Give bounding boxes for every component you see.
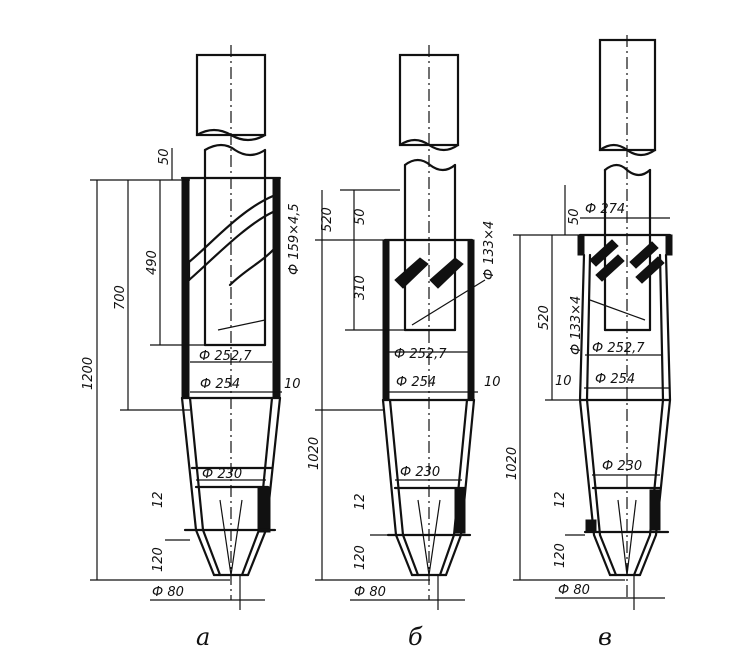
dim-a-cone: Ф 230 <box>202 467 242 482</box>
dim-v-bottom: 120 <box>553 543 568 568</box>
dim-v-top-d: Ф 274 <box>585 202 625 217</box>
dim-a-inner: Ф 252,7 <box>199 349 252 364</box>
vane-b2 <box>429 257 464 289</box>
dim-v-outer: Ф 254 <box>595 372 635 387</box>
dim-v-pipe: Ф 133×4 <box>569 296 584 355</box>
variant-b: 520 50 310 Ф 133×4 Ф 252,7 Ф 254 10 1020… <box>307 45 501 651</box>
dim-b-inner: Ф 252,7 <box>394 347 447 362</box>
dim-a-wall: 10 <box>284 377 301 392</box>
label-v: в <box>598 623 612 651</box>
dim-v-wall: 10 <box>555 374 572 389</box>
dim-v-outlet: Ф 80 <box>558 583 590 598</box>
dim-v-total: 1020 <box>505 447 520 480</box>
swirl-vane-a <box>187 194 275 264</box>
variant-a: 1200 700 490 50 Ф 159×4,5 Ф 252,7 Ф 254 … <box>81 45 302 651</box>
dim-b-bottom: 120 <box>353 545 368 570</box>
dim-b-swirl: 310 <box>353 275 368 300</box>
dim-b-top: 520 <box>320 207 335 232</box>
dim-v-inner: Ф 252,7 <box>592 341 645 356</box>
vane-b1 <box>394 257 429 289</box>
wall-right-a <box>272 177 281 399</box>
dim-b-topgap: 50 <box>353 208 368 225</box>
wall-left-a <box>181 177 190 399</box>
wall-left-b <box>382 239 390 401</box>
dim-a-outer: Ф 254 <box>200 377 240 392</box>
dim-v-top: 520 <box>537 305 552 330</box>
dim-v-conegap: 12 <box>553 491 568 508</box>
dim-a-bottom: 120 <box>151 547 166 572</box>
dim-v-cone: Ф 230 <box>602 459 642 474</box>
dim-a-cyl: 700 <box>113 285 128 310</box>
break-line-a2 <box>203 143 267 157</box>
dim-a-pipe: Ф 159×4,5 <box>287 203 302 275</box>
dim-b-pipe: Ф 133×4 <box>482 221 497 280</box>
dim-b-conegap: 12 <box>353 493 368 510</box>
dim-a-conegap: 12 <box>151 491 166 508</box>
label-b: б <box>408 623 423 651</box>
dim-b-cone: Ф 230 <box>400 465 440 480</box>
dim-b-outer: Ф 254 <box>396 375 436 390</box>
dim-b-outlet: Ф 80 <box>354 585 386 600</box>
dim-a-outlet: Ф 80 <box>152 585 184 600</box>
variant-v: 50 Ф 274 520 Ф 133×4 Ф 252,7 10 Ф 254 10… <box>505 35 673 651</box>
dim-a-total: 1200 <box>81 357 96 390</box>
dim-b-wall: 10 <box>484 375 501 390</box>
dim-a-swirl: 490 <box>145 250 160 275</box>
label-a: а <box>196 623 210 651</box>
wall-right-b <box>467 239 475 401</box>
dim-b-total: 1020 <box>307 437 322 470</box>
vane-v1 <box>589 239 619 267</box>
dim-v-topgap: 50 <box>567 208 582 225</box>
dim-a-topgap: 50 <box>157 148 172 165</box>
